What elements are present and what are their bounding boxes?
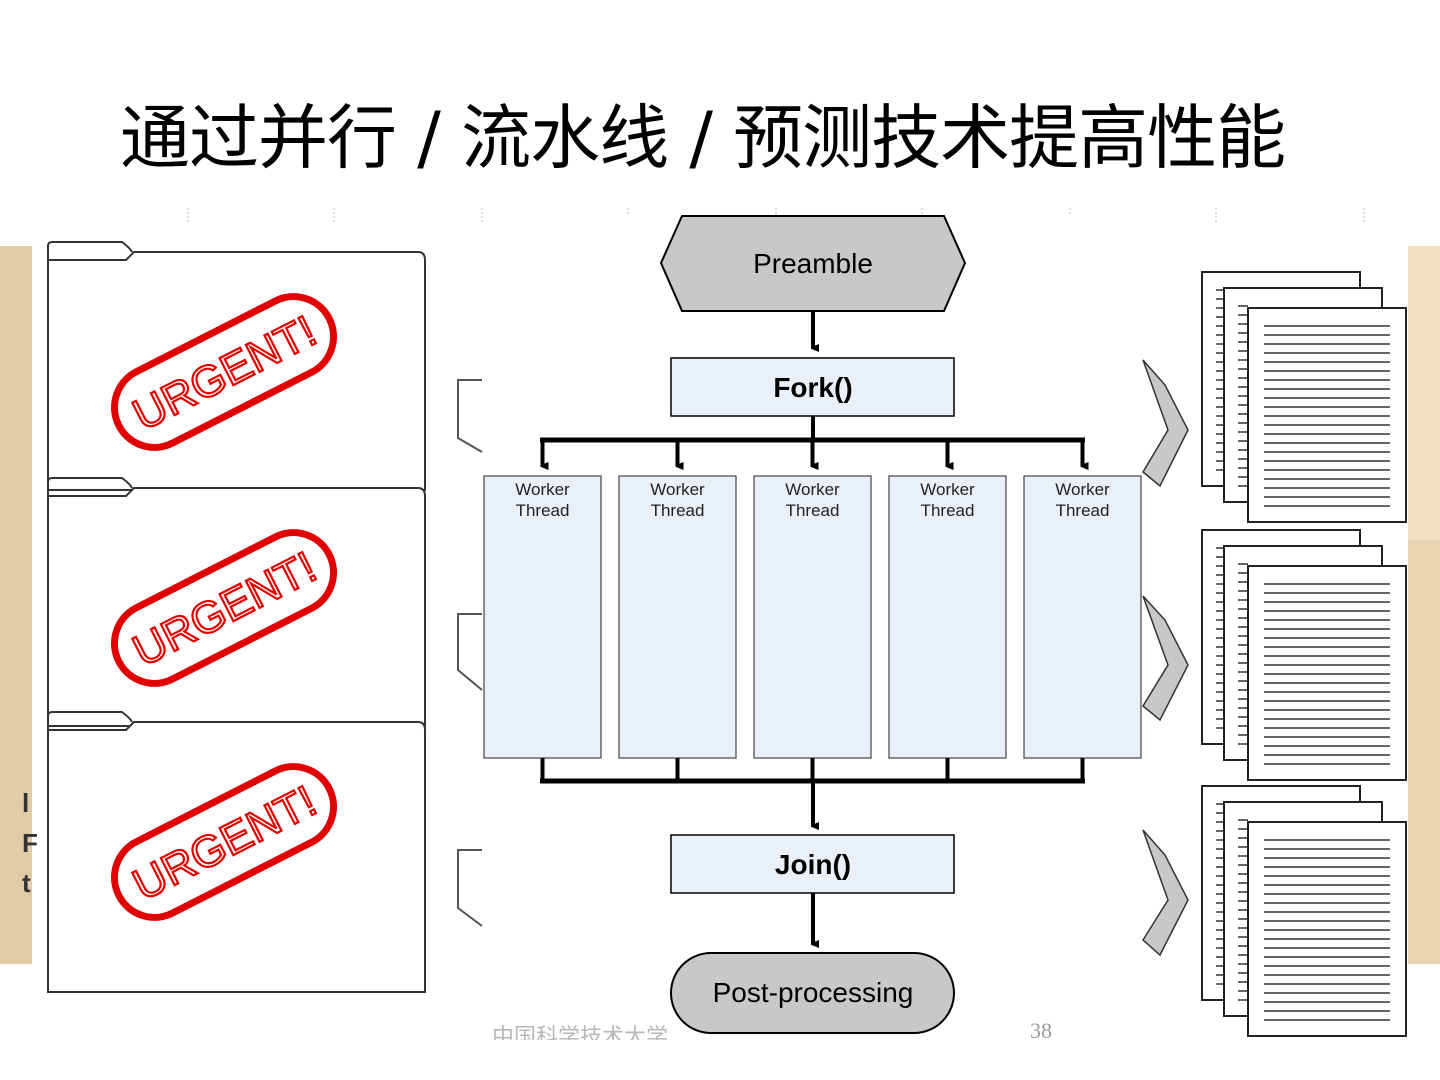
post-processing-label: Post-processing — [713, 977, 914, 1008]
right-parchment — [1408, 246, 1440, 964]
worker-threads: WorkerThreadWorkerThreadWorkerThreadWork… — [483, 475, 1142, 759]
ruler-ticks — [187, 208, 1365, 222]
folder-thumbnails — [457, 379, 483, 927]
worker-label-line2: Thread — [786, 501, 840, 520]
slide-footer: 中国科学技术大学 — [492, 1025, 669, 1040]
fork-join-diagram: Preamble Fork() WorkerThreadWorkerThread… — [483, 215, 1142, 1034]
worker-label-line2: Thread — [1056, 501, 1110, 520]
post-processing-node — [670, 952, 955, 1034]
worker-label-line2: Thread — [516, 501, 570, 520]
svg-text:t: t — [22, 868, 31, 898]
svg-text:l: l — [22, 788, 29, 818]
preamble-label: Preamble — [753, 248, 873, 279]
worker-label-line1: Worker — [650, 480, 705, 499]
document-stack-2 — [1201, 529, 1407, 781]
worker-label-line1: Worker — [515, 480, 570, 499]
worker-label-line1: Worker — [920, 480, 975, 499]
worker-label-line2: Thread — [651, 501, 705, 520]
slide-title: 通过并行 / 流水线 / 预测技术提高性能 — [120, 97, 1286, 179]
fork-label: Fork() — [773, 372, 852, 403]
preamble-node — [659, 215, 967, 312]
fork-node — [670, 357, 955, 417]
urgent-folder-2: URGENT! — [47, 477, 426, 727]
worker-label-line2: Thread — [921, 501, 975, 520]
document-stack-1 — [1201, 271, 1407, 523]
urgent-folder-1: URGENT! — [47, 241, 426, 491]
document-stacks — [1201, 271, 1407, 1037]
worker-label-line1: Worker — [1055, 480, 1110, 499]
join-label: Join() — [775, 849, 851, 880]
document-stack-3 — [1201, 785, 1407, 1037]
left-parchment: l F t — [0, 246, 38, 964]
urgent-folder-3: URGENT! — [47, 711, 426, 993]
svg-text:F: F — [22, 828, 38, 858]
page-number: 38 — [1030, 1018, 1052, 1043]
worker-label-line1: Worker — [785, 480, 840, 499]
chevron-arrows — [1142, 359, 1189, 957]
urgent-folder-stack: URGENT!URGENT!URGENT! — [47, 241, 426, 993]
